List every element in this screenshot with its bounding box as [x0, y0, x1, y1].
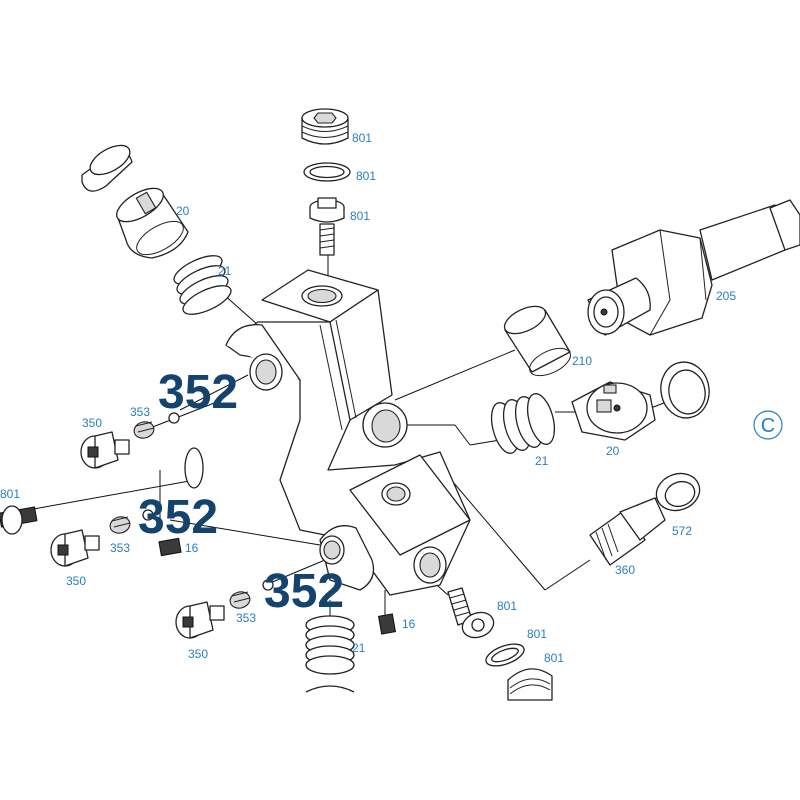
label-572: 572: [672, 524, 692, 538]
view-marker: C: [753, 410, 783, 440]
plug-801-low: [507, 668, 553, 701]
spring-21-mid: [490, 393, 556, 454]
ring-572: [655, 472, 701, 512]
screw-801-edge: [0, 505, 38, 535]
label-801-ring-low: 801: [527, 627, 547, 641]
label-350-c: 350: [188, 647, 208, 661]
callout-352-top: 352: [158, 366, 238, 419]
ball-353-c: [229, 579, 274, 609]
label-16-b: 16: [402, 617, 416, 631]
cap-20-top: [116, 187, 189, 259]
label-801-valve-low: 801: [497, 599, 517, 613]
label-205: 205: [716, 289, 736, 303]
body-205: [587, 199, 800, 336]
ball-353-b: [109, 509, 154, 534]
screw-350-b: [50, 529, 100, 567]
label-350-a: 350: [82, 416, 102, 430]
view-marker-letter: C: [761, 415, 775, 437]
part-labels: 801 801 801 20 21 205 210 21 20 572 360 …: [0, 131, 736, 665]
label-353-c: 353: [236, 611, 256, 625]
sleeve-210: [503, 305, 571, 377]
label-21-mid: 21: [535, 454, 549, 468]
label-353-a: 353: [130, 405, 150, 419]
label-21-low: 21: [352, 641, 366, 655]
label-801-plug: 801: [352, 131, 372, 145]
label-801-plug-low: 801: [544, 651, 564, 665]
ball-353-a: [133, 412, 180, 439]
setscrew-16-b: [377, 613, 397, 635]
label-20-top: 20: [176, 204, 190, 218]
main-body: [184, 269, 471, 596]
callout-352-middle: 352: [138, 491, 218, 544]
spring-21-low: [305, 615, 355, 693]
label-21-top: 21: [218, 264, 232, 278]
label-20-mid: 20: [606, 444, 620, 458]
ring-801-low: [485, 643, 525, 667]
cap-20-mid: [571, 381, 656, 441]
label-210: 210: [572, 354, 592, 368]
highlight-callouts: 352 352 352: [138, 366, 344, 618]
label-16-a: 16: [185, 541, 199, 555]
fitting-360: [589, 497, 666, 566]
screw-350-a: [80, 431, 130, 469]
screw-350-c: [175, 601, 225, 639]
top-valve-801: [309, 197, 345, 256]
label-353-b: 353: [110, 541, 130, 555]
top-plug-801: [301, 108, 349, 145]
spring-21-top: [173, 255, 232, 315]
top-cylinder: [81, 144, 133, 192]
setscrew-16-a: [158, 537, 182, 557]
label-801-edge: 801: [0, 487, 20, 501]
top-ring-801: [303, 162, 351, 182]
label-801-valve: 801: [350, 209, 370, 223]
label-350-b: 350: [66, 574, 86, 588]
ring-mid: [660, 361, 710, 419]
callout-352-bottom: 352: [264, 565, 344, 618]
label-360: 360: [615, 563, 635, 577]
label-801-ring: 801: [356, 169, 376, 183]
valve-801-low: [447, 587, 495, 639]
